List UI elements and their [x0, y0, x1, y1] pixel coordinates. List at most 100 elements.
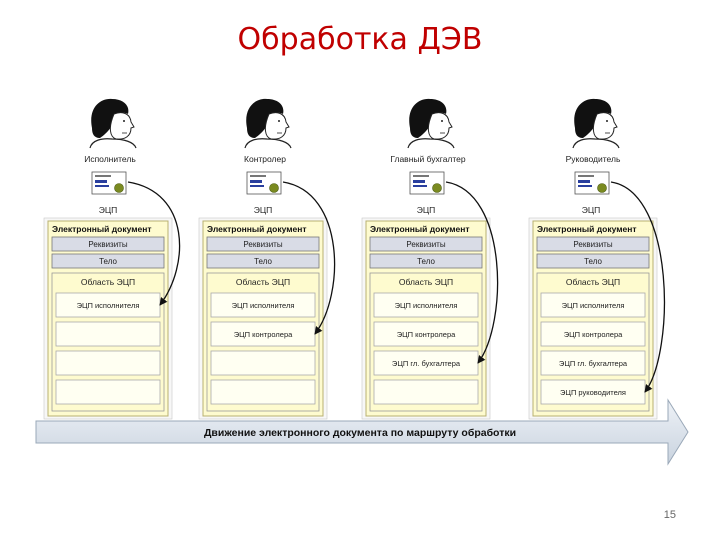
signature-slot-label: ЭЦП гл. бухгалтера [392, 359, 461, 368]
signature-slot [55, 321, 161, 347]
person-face [264, 112, 290, 140]
signature-slot [373, 292, 479, 318]
person-eye [441, 120, 443, 122]
person-eye [123, 120, 125, 122]
certificate-line [250, 175, 266, 177]
document-header: Электронный документ [370, 224, 470, 234]
body-field [369, 253, 483, 269]
requisites-field [536, 236, 650, 252]
certificate-line [250, 185, 264, 187]
certificate-line [250, 180, 262, 183]
requisites-field [206, 236, 320, 252]
slide-title: Обработка ДЭВ [237, 22, 483, 57]
requisites-label: Реквизиты [243, 240, 282, 249]
person-face [592, 112, 618, 140]
certificate-line [413, 180, 425, 183]
person-shoulders [407, 138, 455, 149]
requisites-label: Реквизиты [573, 240, 612, 249]
signature-slot [55, 379, 161, 405]
document-header: Электронный документ [207, 224, 307, 234]
signature-area-label: Область ЭЦП [236, 277, 290, 287]
signature-label: ЭЦП [582, 205, 601, 215]
flow-label: Движение электронного документа по маршр… [204, 427, 516, 439]
signature-slot [210, 321, 316, 347]
signature-label: ЭЦП [99, 205, 118, 215]
signature-slot [55, 292, 161, 318]
role-name: Исполнитель [84, 154, 136, 164]
signature-slot [55, 350, 161, 376]
person-eye [606, 120, 608, 122]
certificate-seal [597, 183, 607, 193]
certificate-line [578, 175, 594, 177]
document-header: Электронный документ [52, 224, 152, 234]
signature-slot-label: ЭЦП исполнителя [232, 301, 295, 310]
signature-slot [373, 379, 479, 405]
body-label: Тело [99, 257, 117, 266]
signature-slot-label: ЭЦП исполнителя [395, 301, 458, 310]
certificate-seal [114, 183, 124, 193]
certificate-seal [269, 183, 279, 193]
certificate-line [95, 185, 109, 187]
signature-slot-label: ЭЦП исполнителя [77, 301, 140, 310]
person-hair [246, 98, 284, 138]
signing-arrow [610, 181, 666, 393]
signature-slot-label: ЭЦП контролера [564, 330, 623, 339]
certificate-line [413, 175, 429, 177]
requisites-field [369, 236, 483, 252]
signing-arrow [127, 181, 181, 306]
page-number: 15 [663, 509, 676, 521]
person-hair [574, 98, 612, 138]
signature-slot-label: ЭЦП контролера [234, 330, 293, 339]
signature-slot-label: ЭЦП контролера [397, 330, 456, 339]
body-field [51, 253, 165, 269]
signature-area-label: Область ЭЦП [399, 277, 453, 287]
person-hair [409, 98, 447, 138]
body-label: Тело [254, 257, 272, 266]
person-eye [278, 120, 280, 122]
person-shoulders [89, 138, 137, 149]
body-label: Тело [417, 257, 435, 266]
signing-arrow [282, 181, 336, 335]
role-name: Контролер [244, 154, 286, 164]
requisites-label: Реквизиты [406, 240, 445, 249]
person-face [109, 112, 135, 140]
signature-slot [210, 350, 316, 376]
certificate-line [95, 180, 107, 183]
signature-label: ЭЦП [417, 205, 436, 215]
signature-slot [210, 292, 316, 318]
person-shoulders [244, 138, 292, 149]
signature-slot [540, 292, 646, 318]
signing-arrow [445, 181, 499, 364]
certificate-line [413, 185, 427, 187]
signature-slot [540, 321, 646, 347]
person-hair [91, 98, 129, 138]
signature-slot [540, 350, 646, 376]
certificate-seal [432, 183, 442, 193]
person-shoulders [572, 138, 620, 149]
role-name: Руководитель [566, 154, 621, 164]
signature-area-label: Область ЭЦП [81, 277, 135, 287]
person-face [427, 112, 453, 140]
certificate-line [578, 185, 592, 187]
body-field [206, 253, 320, 269]
certificate-line [95, 175, 111, 177]
signature-slot [373, 321, 479, 347]
signature-slot-label: ЭЦП руководителя [560, 388, 626, 397]
body-label: Тело [584, 257, 602, 266]
flow-arrow [35, 398, 689, 466]
signature-label: ЭЦП [254, 205, 273, 215]
signature-area-label: Область ЭЦП [566, 277, 620, 287]
signature-slot-label: ЭЦП исполнителя [562, 301, 625, 310]
signature-slot [210, 379, 316, 405]
body-field [536, 253, 650, 269]
certificate-line [578, 180, 590, 183]
signature-slot-label: ЭЦП гл. бухгалтера [559, 359, 628, 368]
document-header: Электронный документ [537, 224, 637, 234]
requisites-label: Реквизиты [88, 240, 127, 249]
requisites-field [51, 236, 165, 252]
role-name: Главный бухгалтер [390, 154, 466, 164]
